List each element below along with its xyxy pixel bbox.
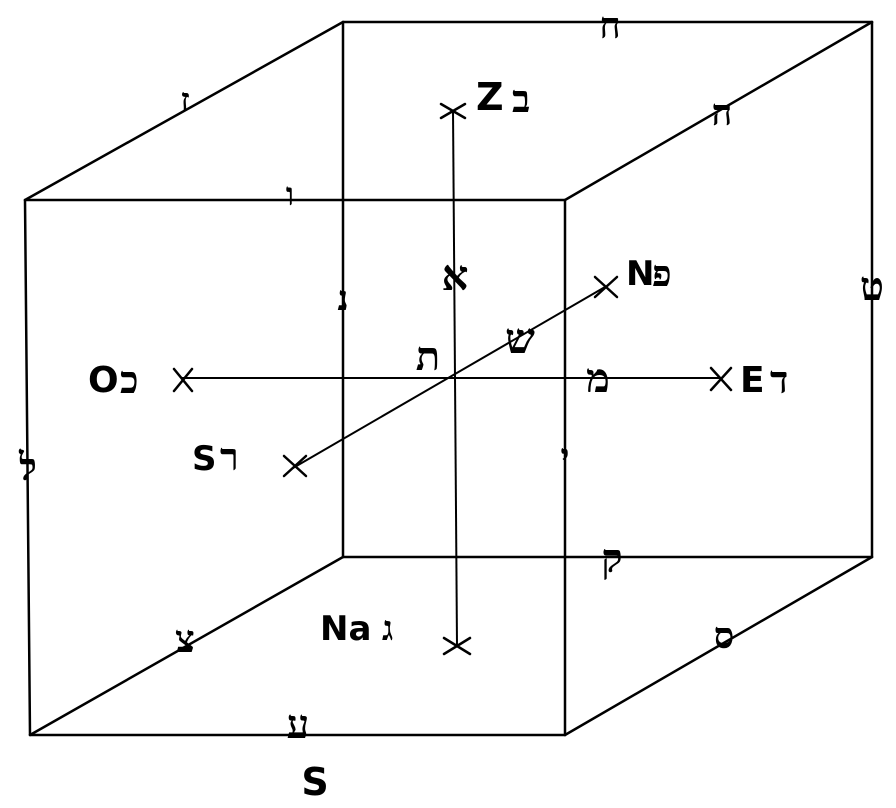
axis-point-labels: Z ב N פ O כ E ד S ר Na ג S (88, 75, 788, 804)
top-right-connector (563, 20, 874, 202)
center-letters: א ש ת מ (416, 251, 610, 402)
edge-letter-front-bottom: ע (287, 701, 310, 748)
east-latin-label: E (740, 360, 765, 401)
nadir-hebrew-label: ג (382, 609, 393, 649)
transverse-axis (292, 286, 606, 469)
edge-letters: ח ז ו ה ט נ י ל ק צ ס ע (18, 5, 884, 748)
edge-letter-back-left-vertical: נ (337, 279, 348, 319)
north-latin-label: N (626, 254, 654, 294)
edge-letter-back-bottom: ק (601, 535, 622, 582)
zenith-marker (439, 102, 467, 120)
front-left-edge (23, 198, 32, 737)
south-latin-label: S (192, 439, 217, 479)
top-left-connector (23, 20, 345, 202)
axes (182, 109, 722, 646)
bottom-right-connector (563, 555, 874, 737)
nadir-latin-label: Na (320, 609, 371, 649)
zenith-hebrew-label: ב (512, 76, 530, 121)
edge-letter-back-bottom-right: ס (714, 615, 734, 657)
mother-letter-transverse: ש (505, 314, 535, 363)
zenith-latin-label: Z (476, 75, 504, 119)
east-hebrew-label: ד (770, 357, 788, 402)
bottom-direction-label: S (301, 760, 328, 804)
cube-edges (23, 20, 874, 737)
east-marker (709, 366, 733, 392)
west-hebrew-label: כ (120, 357, 139, 402)
edge-letter-back-top: ח (599, 5, 620, 47)
edge-letter-back-top-left: ז (180, 81, 189, 121)
nadir-marker (442, 636, 472, 656)
bottom-left-connector (28, 555, 345, 737)
edge-letter-front-bottom-left: צ (175, 616, 195, 661)
edge-letter-back-top-right: ה (712, 92, 733, 134)
mother-letter-horizontal: מ (586, 355, 610, 402)
axis-markers (172, 102, 733, 656)
edge-letter-front-top: ו (286, 175, 294, 213)
edge-letter-front-right-vertical: י (561, 437, 570, 477)
edge-letter-front-left-vertical: ל (18, 444, 37, 489)
west-marker (172, 367, 194, 393)
north-hebrew-label: פ (652, 253, 672, 295)
center-letter: ת (416, 333, 440, 380)
mother-letter-vertical: א (442, 251, 469, 300)
edge-letter-back-right: ט (860, 263, 884, 310)
south-marker (282, 454, 308, 478)
south-hebrew-label: ר (220, 434, 239, 479)
north-marker (593, 275, 619, 299)
west-latin-label: O (88, 360, 119, 401)
